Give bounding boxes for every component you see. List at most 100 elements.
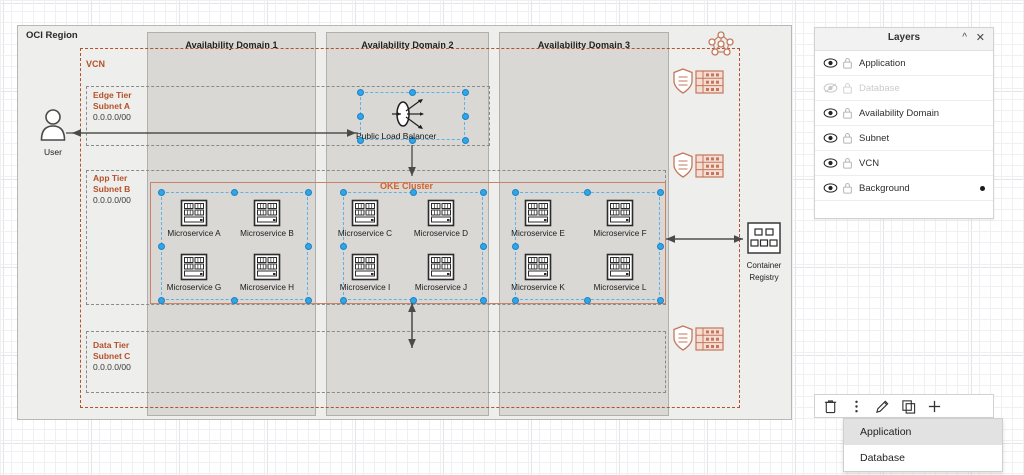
selection-handle[interactable]: [656, 242, 664, 250]
subnet-app-tier-label: App Tier Subnet B 0.0.0.0/00: [93, 173, 131, 206]
selection-handle[interactable]: [157, 242, 165, 250]
eye-icon[interactable]: [823, 132, 838, 144]
oci-region-label: OCI Region: [26, 30, 78, 41]
selection-handle[interactable]: [304, 188, 312, 196]
layers-toolbar[interactable]: [814, 394, 994, 418]
selection-handle[interactable]: [511, 188, 519, 196]
selection-handle[interactable]: [231, 296, 238, 304]
selection-handle[interactable]: [479, 296, 487, 304]
layer-context-menu[interactable]: Application Database: [843, 418, 1003, 472]
selection-handle[interactable]: [356, 136, 364, 144]
eye-off-icon[interactable]: [823, 82, 838, 94]
security-list-route-table-icon: [673, 152, 724, 178]
eye-icon[interactable]: [823, 107, 838, 119]
lock-icon[interactable]: [842, 82, 853, 94]
lock-icon[interactable]: [842, 132, 853, 144]
selection-handle[interactable]: [409, 296, 417, 304]
selection-handle[interactable]: [409, 88, 416, 96]
lock-icon[interactable]: [842, 107, 853, 119]
layer-row-subnet[interactable]: Subnet: [815, 126, 993, 151]
microservice-node-a[interactable]: Microservice A: [163, 198, 225, 238]
container-registry-node[interactable]: Container Registry: [742, 222, 786, 283]
lock-icon[interactable]: [842, 57, 853, 69]
microservice-node-b[interactable]: Microservice B: [236, 198, 298, 238]
selection-handle[interactable]: [409, 136, 416, 144]
microservice-node-c[interactable]: Microservice C: [334, 198, 396, 238]
subnet-edge-tier[interactable]: [86, 86, 490, 146]
context-menu-item-database[interactable]: Database: [860, 452, 905, 464]
eye-icon[interactable]: [823, 57, 838, 69]
route-table-group-data[interactable]: [673, 325, 725, 358]
oke-cluster-boundary[interactable]: [150, 182, 666, 304]
availability-domain-1-label: Availability Domain 1: [185, 40, 278, 50]
selection-handle[interactable]: [584, 188, 591, 196]
microservice-node-i[interactable]: Microservice I: [334, 252, 396, 292]
route-table-group-app[interactable]: [673, 152, 725, 185]
selection-handle[interactable]: [356, 88, 364, 96]
layer-row-availability-domain[interactable]: Availability Domain: [815, 101, 993, 126]
user-node[interactable]: User: [36, 108, 70, 157]
route-table-group-edge[interactable]: [673, 68, 725, 101]
vcn-boundary[interactable]: [80, 48, 740, 408]
selection-handle[interactable]: [231, 188, 238, 196]
layer-row-application[interactable]: Application: [815, 51, 993, 76]
pencil-icon[interactable]: [875, 399, 890, 414]
server-rack-icon: [180, 199, 208, 227]
selection-handle[interactable]: [461, 88, 469, 96]
security-list-route-table-icon: [673, 68, 724, 94]
plus-icon[interactable]: [927, 399, 942, 414]
chevron-up-icon[interactable]: ^: [962, 32, 967, 43]
user-icon: [40, 109, 66, 141]
selection-handle[interactable]: [304, 296, 312, 304]
layer-row-database[interactable]: Database: [815, 76, 993, 101]
subnet-data-tier[interactable]: [86, 331, 666, 393]
microservice-node-f[interactable]: Microservice F: [589, 198, 651, 238]
internet-gateway-node[interactable]: [704, 31, 738, 66]
edge-tier-cidr: 0.0.0.0/00: [93, 112, 131, 122]
selection-handle[interactable]: [461, 136, 469, 144]
microservice-node-g[interactable]: Microservice G: [163, 252, 225, 292]
eye-icon[interactable]: [823, 157, 838, 169]
selection-handle[interactable]: [511, 242, 519, 250]
lock-icon[interactable]: [842, 182, 853, 194]
load-balancer-node[interactable]: [390, 94, 436, 139]
selection-handle[interactable]: [511, 296, 519, 304]
microservice-node-j[interactable]: Microservice J: [410, 252, 472, 292]
microservice-node-d[interactable]: Microservice D: [410, 198, 472, 238]
close-icon[interactable]: ✕: [975, 32, 985, 44]
data-tier-sub: Subnet C: [93, 351, 131, 361]
selection-handle[interactable]: [656, 188, 664, 196]
selection-handle[interactable]: [461, 112, 469, 120]
eye-icon[interactable]: [823, 182, 838, 194]
selection-handle[interactable]: [584, 296, 591, 304]
more-vertical-icon[interactable]: [849, 399, 864, 414]
server-rack-icon: [253, 199, 281, 227]
selection-handle[interactable]: [339, 188, 347, 196]
layer-row-vcn[interactable]: VCN: [815, 151, 993, 176]
selection-handle[interactable]: [339, 296, 347, 304]
trash-icon[interactable]: [823, 399, 838, 414]
selection-handle[interactable]: [479, 188, 487, 196]
layers-panel-title: Layers: [887, 32, 921, 43]
availability-domain-1[interactable]: Availability Domain 1: [147, 32, 316, 416]
selection-handle[interactable]: [157, 188, 165, 196]
microservice-node-h[interactable]: Microservice H: [236, 252, 298, 292]
duplicate-icon[interactable]: [901, 399, 916, 414]
server-rack-icon: [606, 199, 634, 227]
selection-handle[interactable]: [339, 242, 347, 250]
microservice-node-l[interactable]: Microservice L: [589, 252, 651, 292]
selection-handle[interactable]: [479, 242, 487, 250]
lock-icon[interactable]: [842, 157, 853, 169]
microservice-node-e[interactable]: Microservice E: [507, 198, 569, 238]
selection-handle[interactable]: [356, 112, 364, 120]
selection-handle[interactable]: [656, 296, 664, 304]
context-menu-item-application[interactable]: Application: [844, 419, 1002, 445]
microservice-node-k[interactable]: Microservice K: [507, 252, 569, 292]
microservice-b-label: Microservice B: [240, 229, 294, 238]
layers-panel[interactable]: Layers ^ ✕ Application Database: [814, 27, 994, 219]
layer-row-background[interactable]: Background: [815, 176, 993, 201]
subnet-data-tier-label: Data Tier Subnet C 0.0.0.0/00: [93, 340, 131, 373]
selection-handle[interactable]: [157, 296, 165, 304]
selection-handle[interactable]: [409, 188, 417, 196]
selection-handle[interactable]: [304, 242, 312, 250]
